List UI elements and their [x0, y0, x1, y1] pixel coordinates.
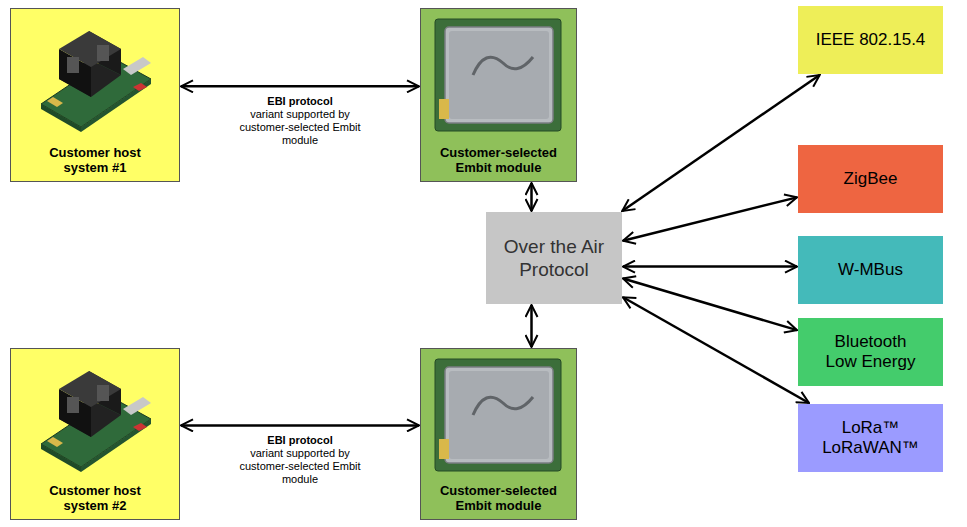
host-board-illustration — [11, 9, 179, 139]
embit-module-box: Customer-selected Embit module — [420, 8, 577, 182]
edge-label-box: EBI protocolvariant supported by custome… — [223, 94, 377, 148]
double-arrow-connector — [181, 85, 419, 88]
box-label: Bluetooth Low Energy — [819, 332, 923, 372]
text-holder: Customer-selected Embit module — [421, 483, 576, 513]
note-text: variant supported by customer-selected E… — [225, 447, 375, 486]
double-arrow-connector — [181, 424, 419, 427]
text-holder: Bluetooth Low Energy — [819, 332, 923, 372]
box-label: W-MBus — [838, 260, 903, 280]
text-holder: W-MBus — [838, 260, 903, 280]
text-holder: Customer-selected Embit module — [421, 145, 576, 175]
text-holder: Over the Air Protocol — [493, 235, 615, 281]
protocol-box: LoRa™ LoRaWAN™ — [798, 404, 943, 472]
embit-module-illustration — [421, 349, 576, 479]
box-label: Customer host system #2 — [35, 483, 155, 513]
host-system-box: Customer host system #1 — [10, 8, 180, 182]
box-label: Over the Air Protocol — [493, 235, 615, 281]
embit-module-box: Customer-selected Embit module — [420, 348, 577, 520]
host-board-illustration — [11, 349, 179, 479]
host-system-box: Customer host system #2 — [10, 348, 180, 520]
text-holder: LoRa™ LoRaWAN™ — [819, 418, 923, 458]
double-arrow-connector — [623, 278, 797, 330]
protocol-box: ZigBee — [798, 145, 943, 213]
double-arrow-connector — [623, 265, 797, 268]
box-label: Customer-selected Embit module — [426, 483, 571, 513]
embit-module-illustration — [421, 9, 576, 139]
protocol-box: IEEE 802.15.4 — [798, 6, 943, 74]
text-holder: Customer host system #1 — [11, 145, 179, 175]
protocol-hub-box: Over the Air Protocol — [486, 212, 622, 304]
text-holder: IEEE 802.15.4 — [816, 30, 926, 50]
double-arrow-connector — [623, 197, 797, 240]
box-label: ZigBee — [844, 169, 898, 189]
box-label: LoRa™ LoRaWAN™ — [819, 418, 923, 458]
double-arrow-connector — [530, 183, 533, 211]
text-holder: Customer host system #2 — [11, 483, 179, 513]
text-holder: ZigBee — [844, 169, 898, 189]
double-arrow-connector — [622, 75, 819, 211]
edge-label: EBI protocol — [225, 95, 375, 108]
box-label: IEEE 802.15.4 — [816, 30, 926, 50]
double-arrow-connector — [623, 297, 809, 403]
protocol-box: W-MBus — [798, 236, 943, 304]
box-label: Customer-selected Embit module — [426, 145, 571, 175]
edge-label: EBI protocol — [225, 434, 375, 447]
box-label: Customer host system #1 — [35, 145, 155, 175]
protocol-box: Bluetooth Low Energy — [798, 318, 943, 386]
note-text: variant supported by customer-selected E… — [225, 108, 375, 147]
double-arrow-connector — [530, 305, 533, 347]
edge-label-box: EBI protocolvariant supported by custome… — [223, 433, 377, 487]
